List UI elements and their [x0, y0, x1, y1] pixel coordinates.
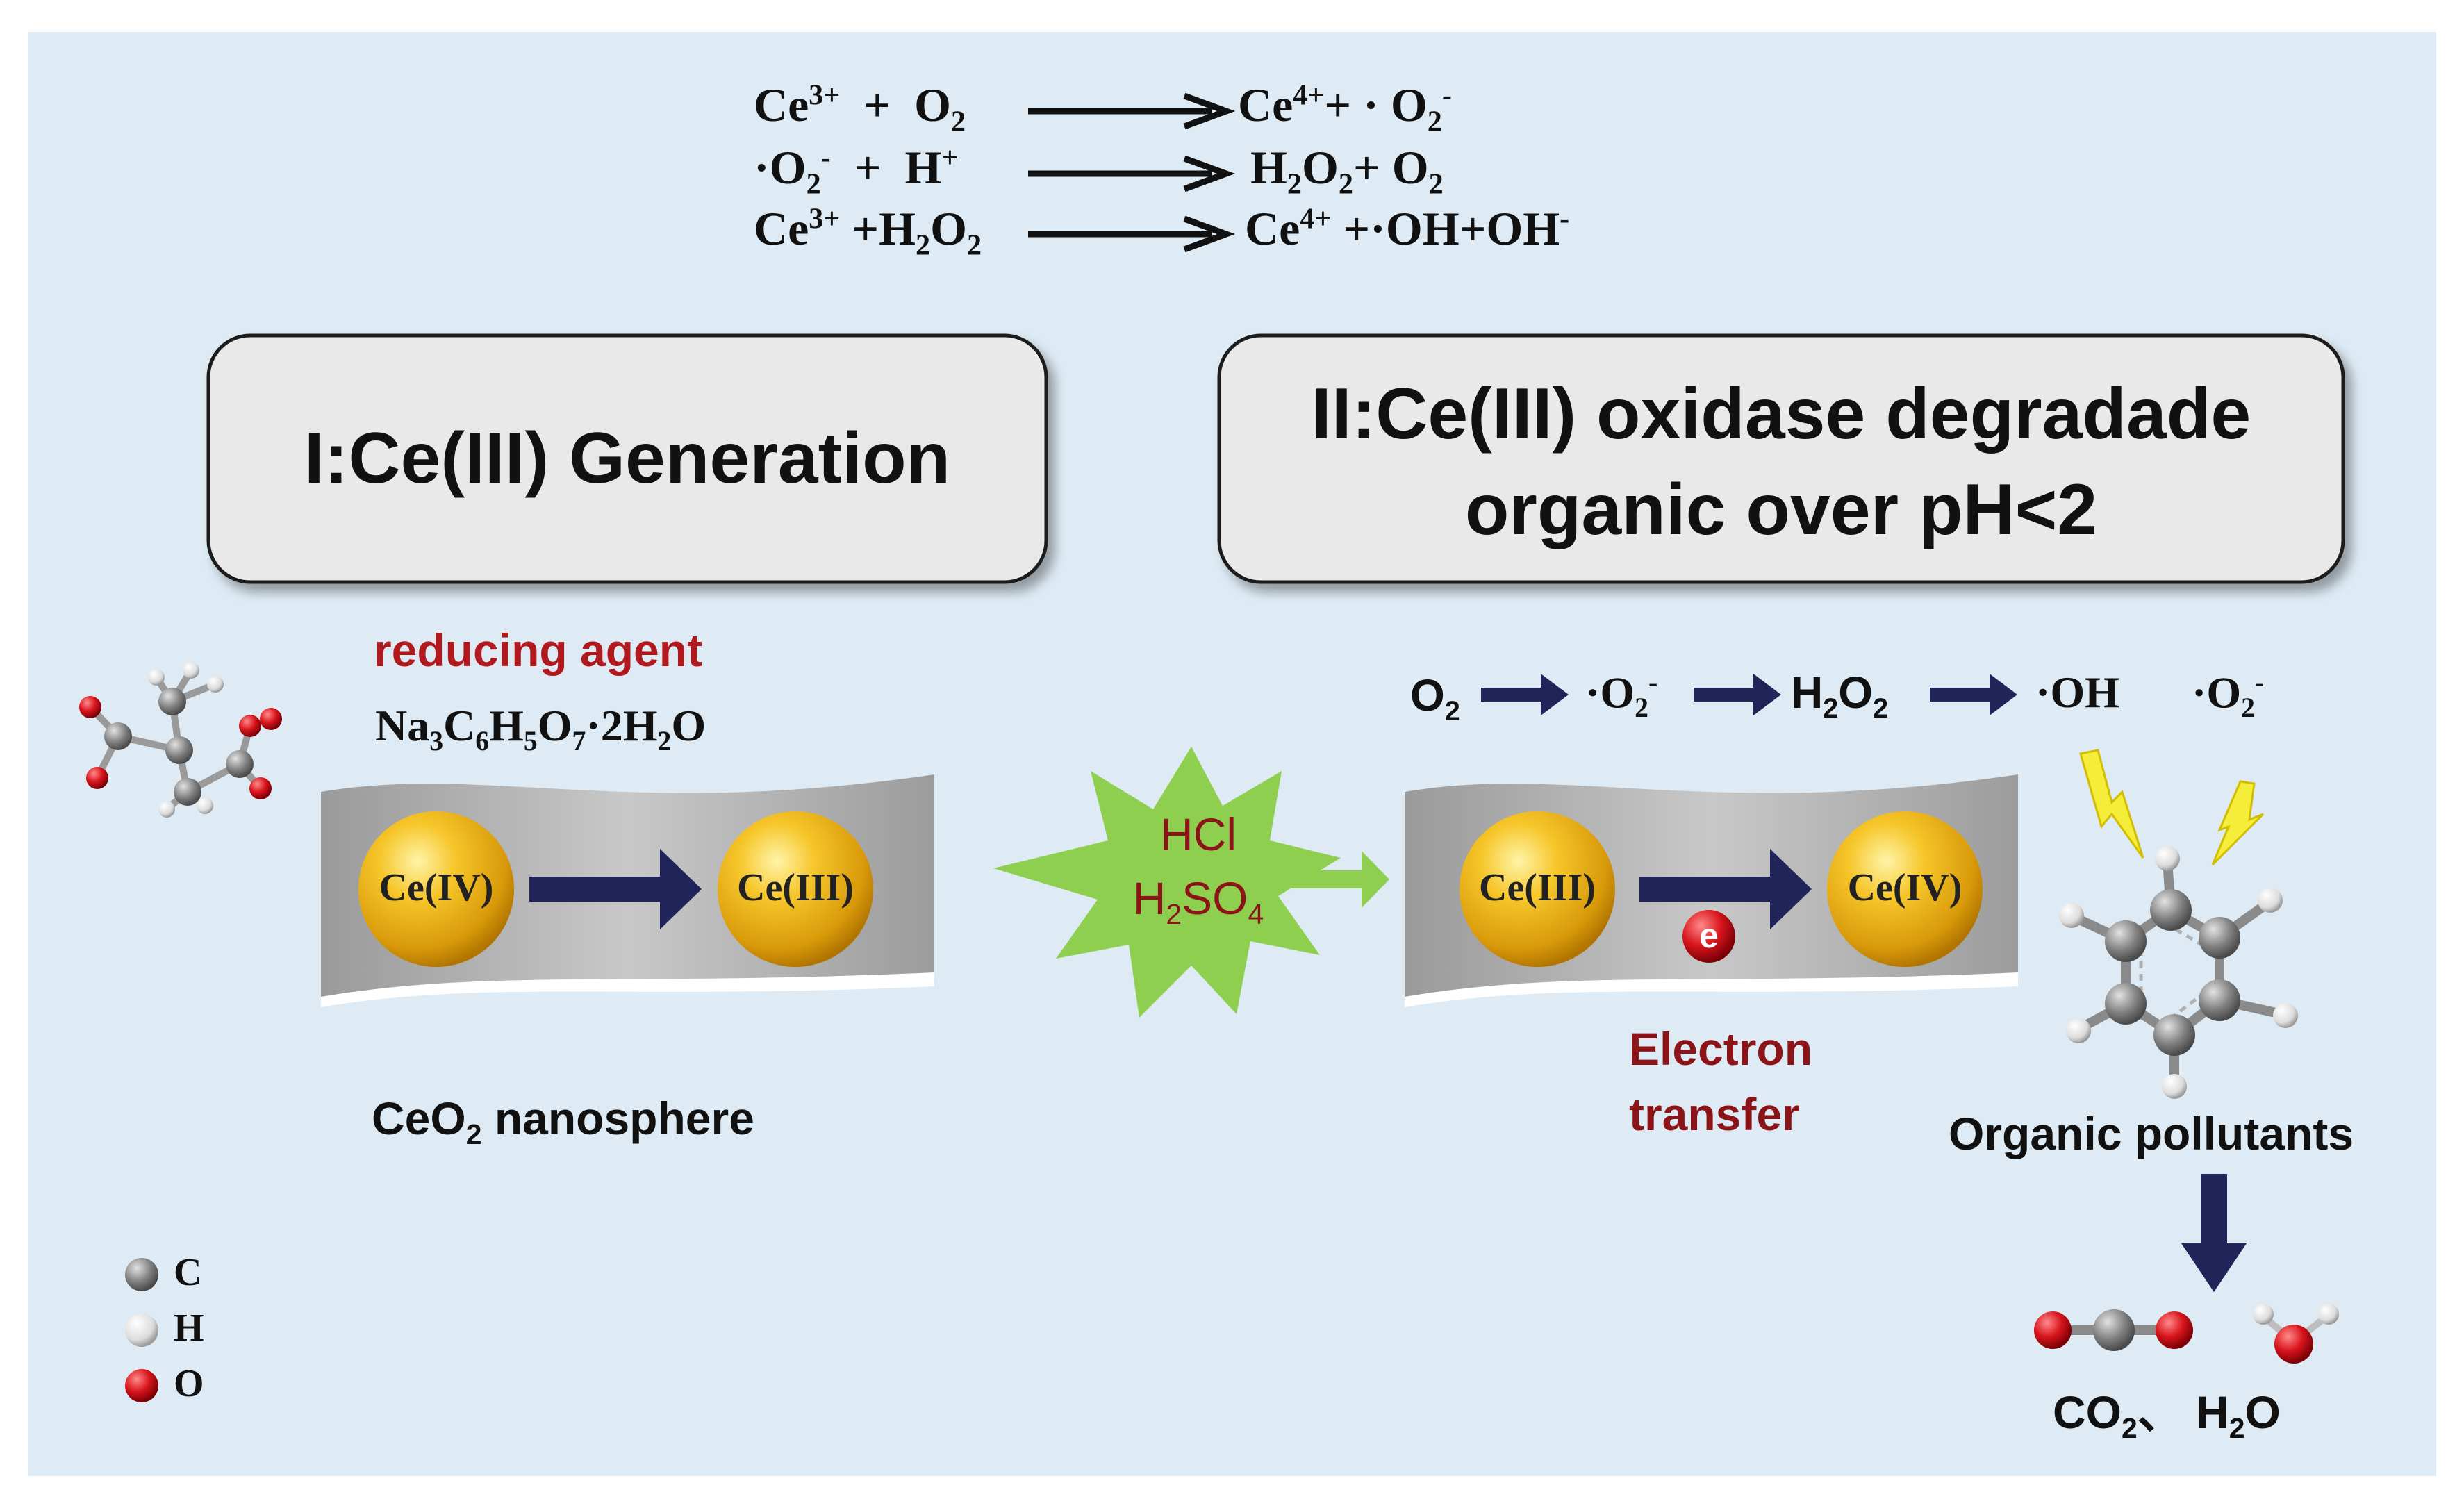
stage1-conversion-arrow: [529, 849, 702, 929]
chain-hydroxyl: ·OH: [2035, 668, 2119, 717]
stage2-left-sphere-label: Ce(III): [1479, 866, 1596, 909]
stage2-conversion-arrow: [1639, 849, 1812, 929]
equation-2-right: H2O2+ O2: [1250, 141, 1444, 201]
nanosphere-caption: CeO2 nanosphere: [372, 1093, 754, 1151]
green-process-arrow: [1291, 851, 1389, 908]
electron-label: e: [1699, 916, 1719, 955]
degradation-down-arrow: [2181, 1174, 2247, 1292]
legend-oxygen-label: O: [174, 1362, 204, 1405]
electron-transfer-line2: transfer: [1629, 1088, 1800, 1140]
equation-3-right: Ce4+ +·OH+OH-: [1245, 202, 1570, 255]
equation-1-right: Ce4++ · O2-: [1238, 78, 1452, 138]
stage2-title-line1: II:Ce(III) oxidase degradade: [1311, 374, 2251, 454]
citrate-molecule-icon: [79, 662, 282, 818]
chain-superoxide-2: ·O2-: [2192, 668, 2265, 724]
acid-burst-icon: [993, 747, 1341, 1018]
stage2-title-line2: organic over pH<2: [1464, 470, 2098, 550]
acid-hcl-label: HCl: [1160, 809, 1237, 860]
benzene-molecule-icon: [2059, 846, 2298, 1099]
stage1-panel: [206, 333, 1048, 584]
h2o-molecule-icon: [2253, 1304, 2339, 1364]
electron-transfer-line1: Electron: [1629, 1023, 1813, 1075]
legend-carbon-icon: [125, 1258, 158, 1291]
equation-2-left: ·O2- + H+: [754, 141, 959, 201]
chain-superoxide: ·O2-: [1585, 668, 1658, 724]
ce-iii-sphere-right: [1460, 811, 1615, 967]
electron-icon: [1682, 910, 1735, 963]
chain-h2o2: H2O2: [1791, 668, 1889, 724]
lightning-icon-right: [2211, 780, 2265, 866]
background-panel: [28, 32, 2436, 1476]
products-label: CO2、 H2O: [2053, 1386, 2281, 1445]
acid-h2so4-label: H2SO4: [1132, 872, 1264, 931]
lightning-icon-left: [2079, 749, 2144, 859]
reducing-agent-label: reducing agent: [374, 624, 703, 676]
stage2-panel: [1217, 333, 2345, 584]
ce-iv-sphere-left: [358, 811, 514, 967]
co2-molecule-icon: [2034, 1309, 2193, 1351]
legend-carbon-label: C: [174, 1251, 202, 1294]
organic-pollutants-label: Organic pollutants: [1949, 1108, 2354, 1159]
stage1-right-sphere-label: Ce(III): [737, 866, 854, 909]
equation-arrows: [1028, 92, 1236, 253]
ce-iv-sphere-right: [1827, 811, 1983, 967]
stage2-right-sphere-label: Ce(IV): [1847, 866, 1962, 909]
stage1-title: I:Ce(III) Generation: [304, 418, 951, 499]
ce-iii-sphere-left: [718, 811, 873, 967]
chain-o2: O2: [1410, 670, 1460, 727]
reducing-agent-formula: Na3C6H5O7·2H2O: [375, 701, 706, 756]
legend-hydrogen-label: H: [174, 1307, 204, 1350]
stage1-left-sphere-label: Ce(IV): [379, 866, 494, 909]
legend-oxygen-icon: [125, 1369, 158, 1402]
radical-chain-arrows: [1481, 674, 2017, 715]
equation-1-left: Ce3+ + O2: [754, 78, 966, 138]
legend-hydrogen-icon: [125, 1314, 158, 1347]
equation-3-left: Ce3+ +H2O2: [754, 202, 982, 262]
